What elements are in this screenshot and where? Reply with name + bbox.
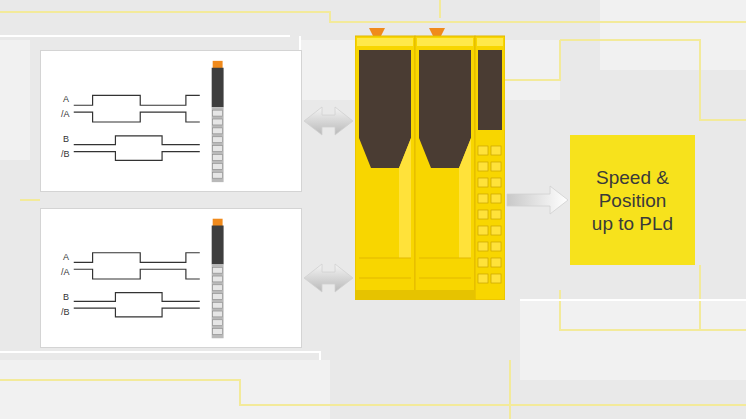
encoder-module-illustration — [41, 209, 301, 347]
result-text: Speed & Position up to PLd — [587, 166, 679, 235]
encoder-module-illustration — [41, 51, 301, 191]
result-box: Speed & Position up to PLd — [570, 135, 695, 265]
signal-name: /A — [61, 267, 70, 277]
flow-arrow — [304, 107, 353, 135]
signal-name: B — [63, 134, 69, 144]
signal-name: /B — [61, 149, 70, 159]
signal-name: A — [63, 252, 69, 262]
signal-panel: A/A B/B — [40, 208, 302, 348]
signal-name: /A — [61, 109, 70, 119]
signal-name: A — [63, 94, 69, 104]
flow-arrow — [507, 186, 568, 214]
signal-panel: A/A B/B — [40, 50, 302, 192]
signal-name: /B — [61, 307, 70, 317]
flow-arrow — [304, 264, 353, 292]
device-illustration — [355, 28, 505, 300]
safety-relay-device — [355, 28, 505, 300]
signal-name: B — [63, 292, 69, 302]
